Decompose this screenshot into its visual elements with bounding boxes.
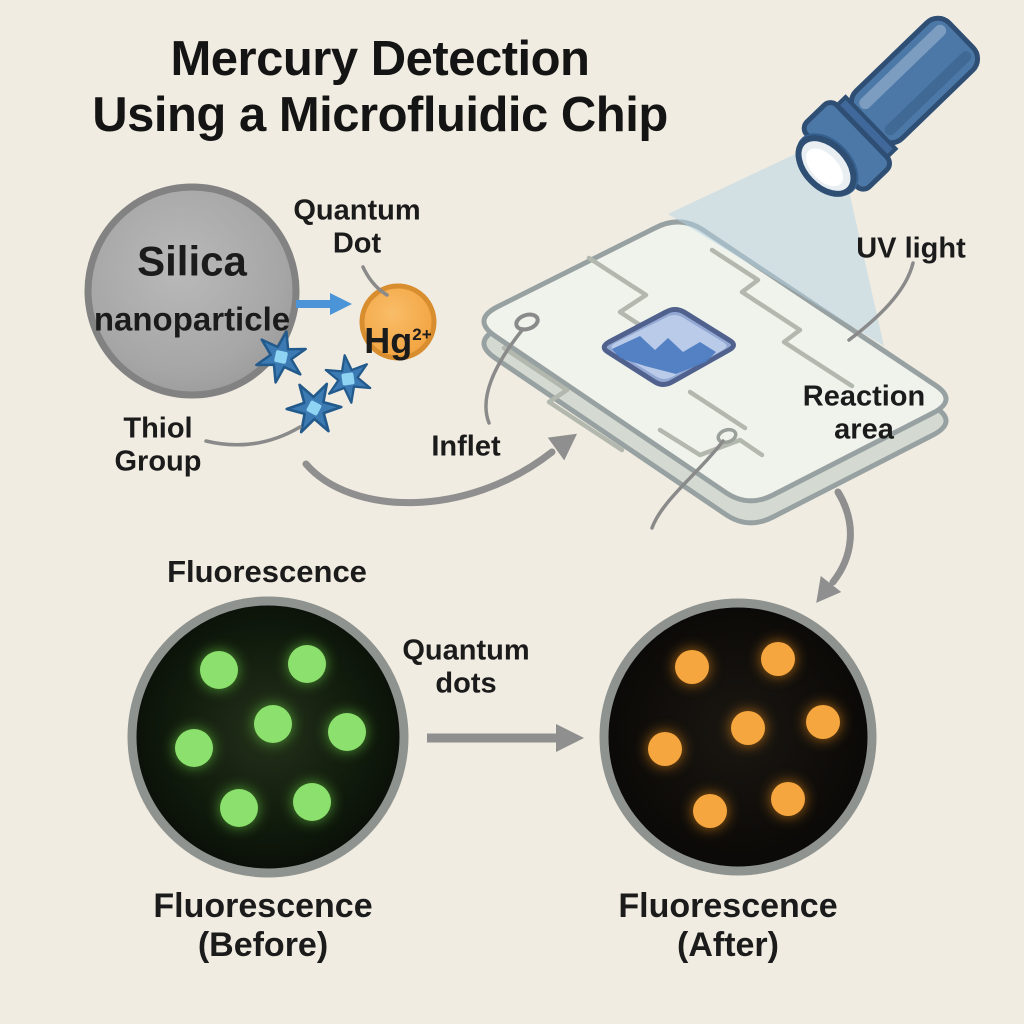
silica-nanoparticle-circle	[84, 183, 300, 399]
after-fluorescence-dot	[675, 650, 709, 684]
fluorescence-after-label: Fluorescence (After)	[618, 886, 838, 964]
after-fluorescence-dot	[761, 642, 795, 676]
hg-symbol: Hg	[364, 320, 413, 361]
binding-arrow	[296, 293, 352, 315]
reaction-area-well	[601, 307, 736, 387]
chip-inlet-port	[514, 312, 540, 332]
after-fluorescence-dot	[771, 782, 805, 816]
outlet-leader	[650, 439, 725, 530]
inlet-leader	[484, 327, 525, 425]
hg-ion-label: Hg2+	[364, 287, 431, 359]
before-to-after-arrow	[427, 724, 584, 752]
chip-outlet-port	[716, 427, 738, 445]
before-fluorescence-dot	[254, 705, 292, 743]
before-fluorescence-dot	[328, 713, 366, 751]
hg-charge: 2+	[412, 325, 432, 344]
thiol-leader	[204, 425, 302, 447]
quantum-dot-leader	[361, 265, 389, 297]
quantum-dot-label: Quantum Dot	[293, 194, 421, 260]
before-fluorescence-dot	[220, 789, 258, 827]
silica-label-line1: Silica	[137, 237, 247, 285]
before-fluorescence-dot	[293, 783, 331, 821]
fluorescence-heading: Fluorescence	[167, 554, 367, 590]
thiol-star-icon	[324, 354, 372, 404]
uv-beam	[668, 149, 884, 346]
after-fluorescence-dot	[693, 794, 727, 828]
thiol-star-icon	[255, 330, 307, 384]
uv-light-leader	[847, 261, 915, 342]
uv-light-label: UV light	[856, 232, 966, 265]
quantum-dots-label: Quantum dots	[402, 634, 530, 700]
thiol-star-icon	[285, 382, 343, 434]
after-fluorescence-dot	[731, 711, 765, 745]
before-dots-group	[175, 645, 366, 827]
uv-flashlight-icon	[795, 15, 981, 197]
before-fluorescence-dot	[200, 651, 238, 689]
silica-nanoparticle-label: Silica nanoparticle	[94, 222, 290, 355]
chip-to-result-arrow	[816, 488, 854, 603]
reaction-area-label: Reaction area	[802, 380, 926, 446]
thiol-group-label: Thiol Group	[114, 412, 202, 478]
after-fluorescence-dot	[806, 705, 840, 739]
chip-top-face	[481, 219, 949, 504]
sample-to-chip-arrow	[302, 433, 578, 507]
chip-microchannels	[501, 247, 855, 458]
after-fluorescence-dot	[648, 732, 682, 766]
microfluidic-chip	[481, 219, 949, 526]
page-title: Mercury Detection Using a Microfluidic C…	[92, 32, 668, 142]
after-dots-group	[648, 642, 840, 828]
inlet-label: Inflet	[431, 430, 501, 463]
silica-label-line2: nanoparticle	[93, 300, 291, 338]
before-fluorescence-dot	[288, 645, 326, 683]
before-fluorescence-dot	[175, 729, 213, 767]
fluorescence-before-label: Fluorescence (Before)	[153, 886, 373, 964]
leader-lines	[204, 261, 915, 530]
quantum-dot-circle	[359, 283, 437, 361]
